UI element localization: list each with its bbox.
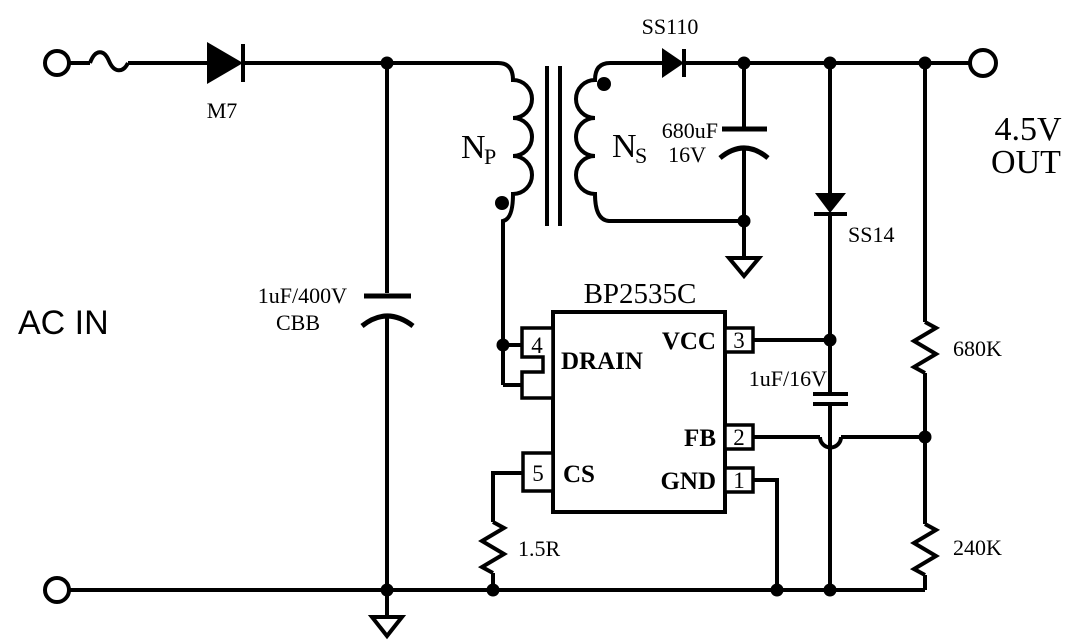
output-terminal	[968, 48, 998, 78]
pin-2-pad	[723, 423, 755, 451]
ss110-label: SS110	[642, 14, 699, 39]
input-cap-plate-curved	[360, 313, 415, 329]
pin-3-number: 3	[733, 328, 745, 353]
m7-label: M7	[207, 98, 238, 123]
input-cap-value-label: 1uF/400V	[258, 283, 347, 308]
cs-resistor-icon	[477, 520, 509, 575]
ss110-diode-icon	[662, 48, 684, 78]
pin-fb-label: FB	[684, 425, 716, 452]
pin-4-number: 4	[531, 333, 543, 358]
output-cap-plate-curved	[718, 145, 770, 160]
ac-terminal-bottom	[43, 576, 71, 604]
junction-dot	[496, 338, 510, 352]
pin-vcc-label: VCC	[662, 328, 716, 355]
ic-part-number: BP2535C	[584, 278, 697, 310]
ns-label-subscript: S	[635, 143, 647, 168]
ground-icon-primary	[367, 615, 407, 640]
ss14-diode-icon	[815, 193, 846, 213]
output-voltage-label: 4.5V	[994, 111, 1062, 148]
pin-gnd-label: GND	[660, 468, 716, 495]
cs-wire	[491, 471, 523, 522]
fb-upper-resistor-icon	[909, 320, 941, 375]
output-word-label: OUT	[991, 144, 1061, 181]
fb-wire-hop	[818, 436, 843, 450]
m7-diode-icon	[207, 42, 243, 84]
pin-5-number: 5	[532, 461, 544, 486]
cs-resistor-label: 1.5R	[518, 536, 561, 561]
ac-in-label: AC IN	[18, 304, 109, 342]
fb-lower-resistor-label: 240K	[953, 535, 1002, 560]
vcc-cap-label: 1uF/16V	[749, 366, 827, 391]
junction-dot	[823, 583, 837, 597]
pin-drain-label: DRAIN	[561, 348, 643, 375]
output-cap-voltage-label: 16V	[668, 142, 706, 167]
ss14-label: SS14	[848, 222, 894, 247]
pin-3-pad	[723, 326, 755, 354]
pin-1-pad	[723, 466, 755, 494]
transformer: N P N S	[461, 61, 744, 385]
input-cap-type-label: CBB	[276, 310, 320, 335]
ic-bp2535c: BP2535C 4 DRAIN 3 VCC 2 FB 1 GND 5 CS	[520, 278, 755, 514]
ac-terminal-top	[43, 49, 71, 77]
fb-upper-resistor-label: 680K	[953, 336, 1002, 361]
primary-phase-dot	[495, 196, 509, 210]
np-label-subscript: P	[484, 144, 496, 169]
secondary-winding	[574, 61, 744, 223]
primary-winding	[497, 61, 534, 385]
gnd-pin-wire	[752, 478, 779, 590]
fb-lower-resistor-icon	[909, 522, 941, 577]
ns-label: N	[612, 128, 637, 165]
pin-cs-label: CS	[563, 461, 595, 488]
pin-4-pad	[520, 326, 555, 400]
pin-5-pad	[521, 451, 555, 493]
pin-1-number: 1	[733, 468, 745, 493]
fuse-icon	[88, 50, 130, 73]
secondary-phase-dot	[597, 77, 611, 91]
np-label: N	[461, 129, 486, 166]
output-cap-value-label: 680uF	[662, 118, 718, 143]
ground-icon-secondary	[724, 256, 764, 280]
ic-body	[551, 310, 727, 514]
pin-2-number: 2	[733, 425, 745, 450]
